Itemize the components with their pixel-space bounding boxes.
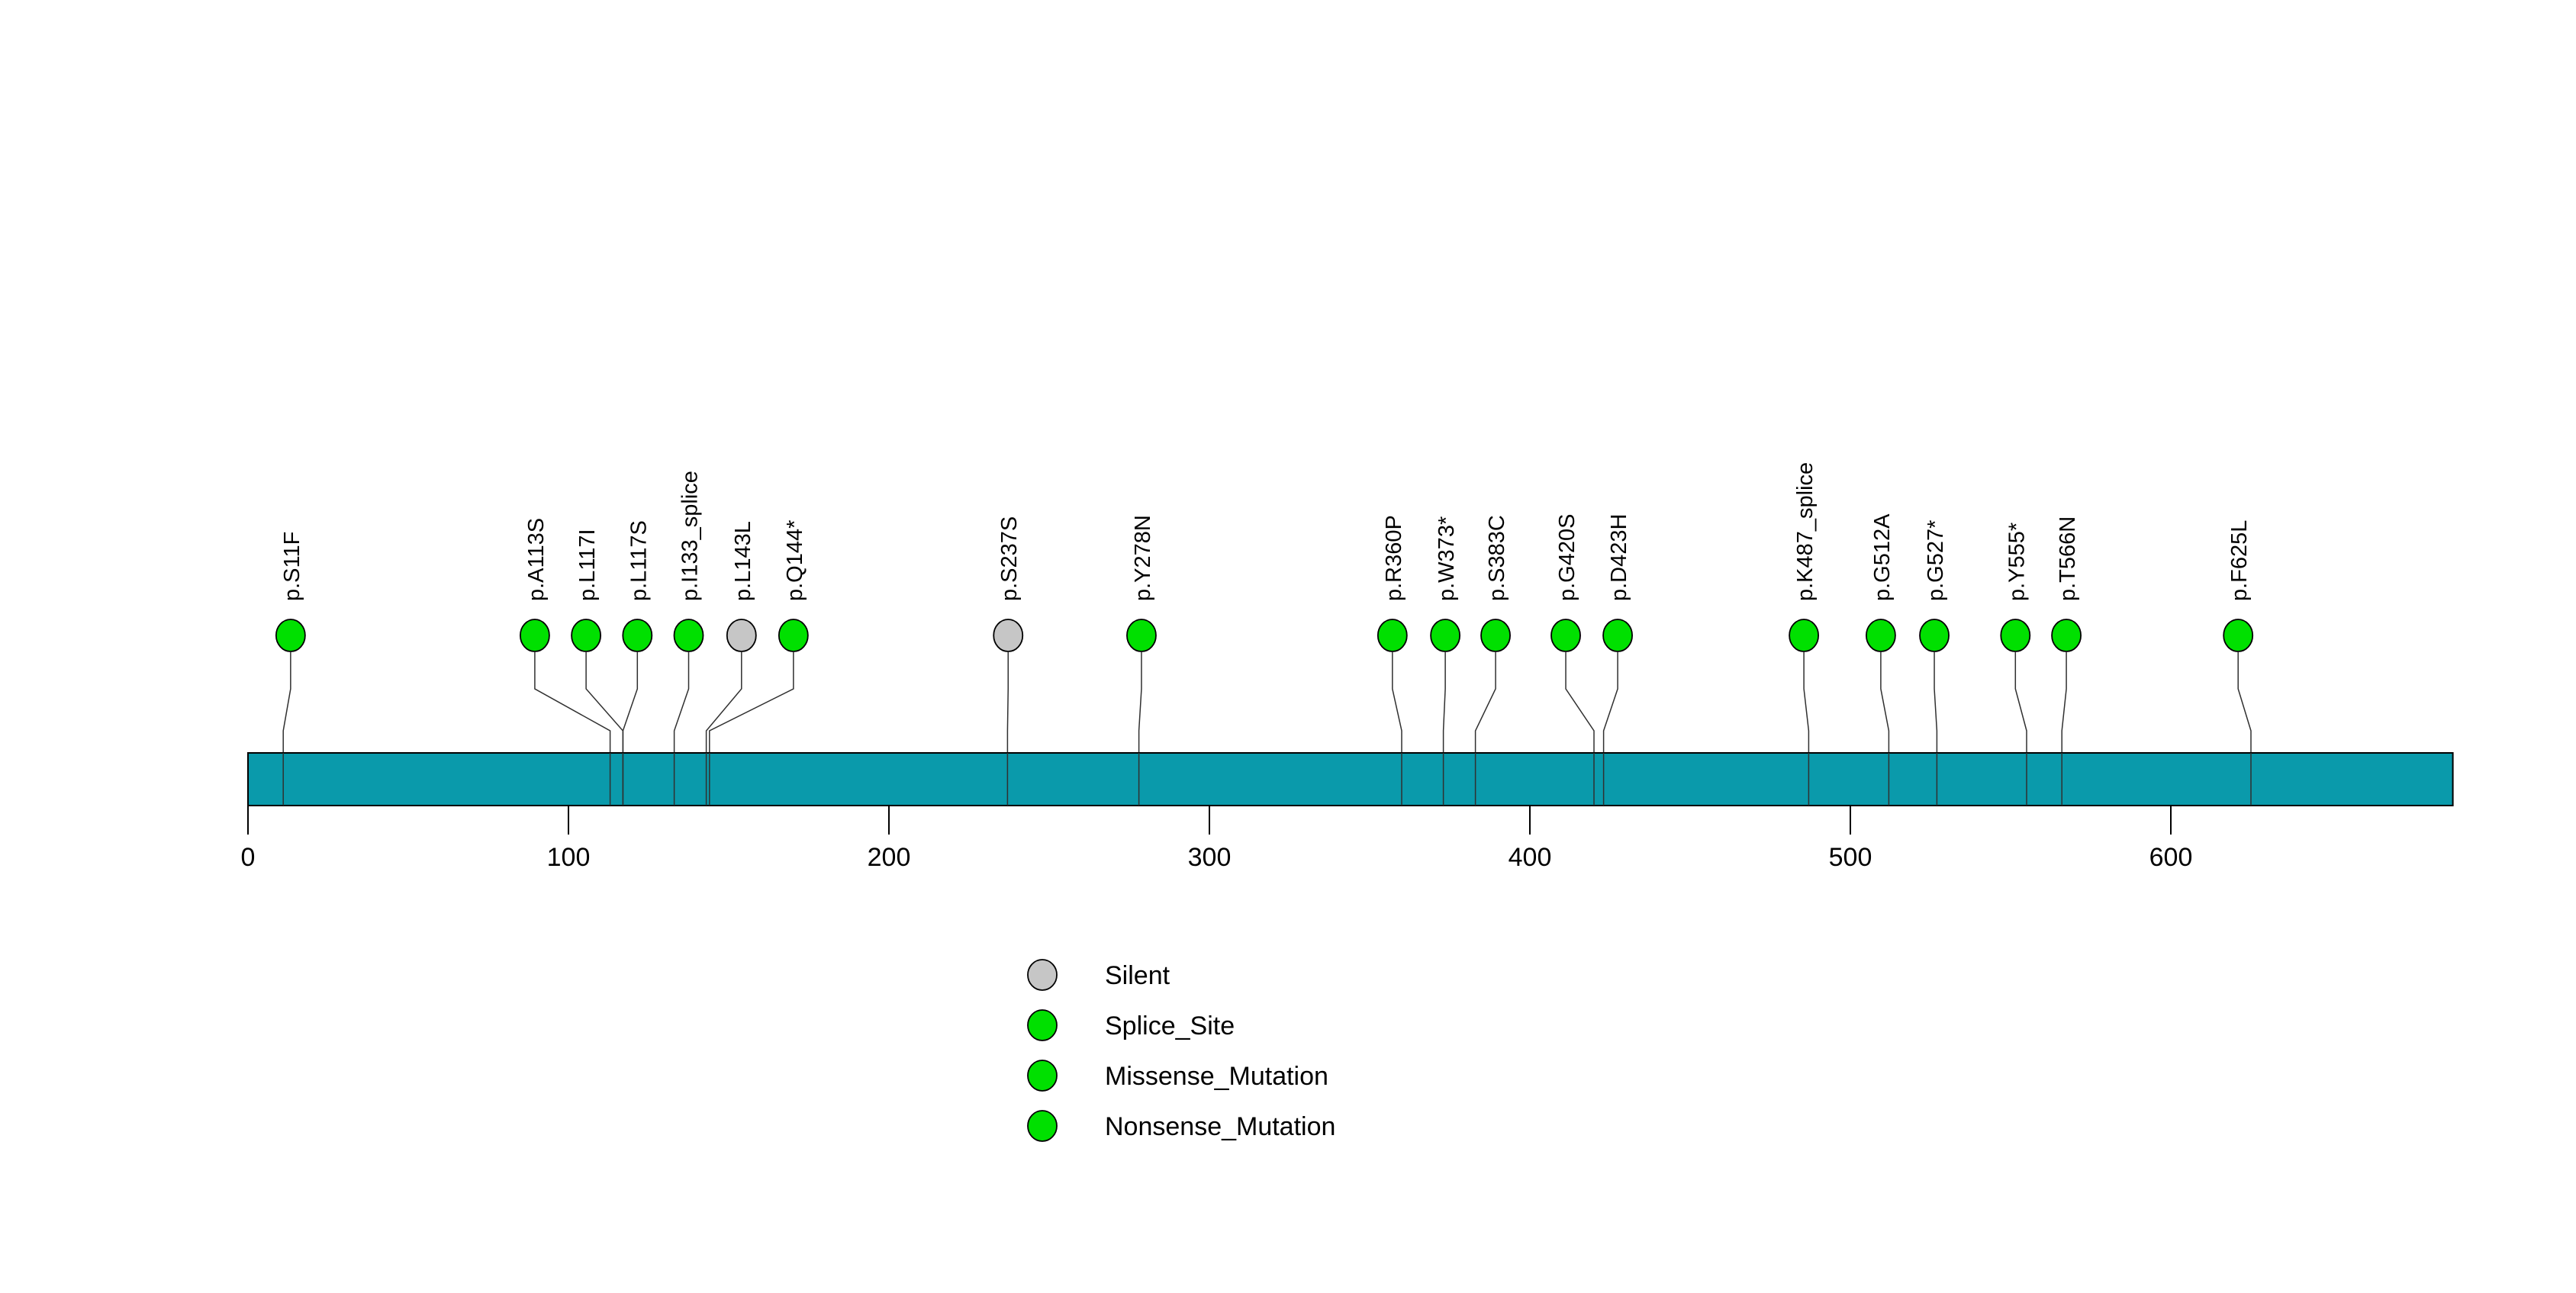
mutation-circle — [778, 619, 809, 652]
mutation-circle — [2223, 619, 2254, 652]
mutation-circle — [1550, 619, 1581, 652]
mutation-stems-in-bar — [282, 753, 2252, 806]
mutation-circle — [1480, 619, 1511, 652]
mutation-label: p.L117S — [626, 520, 651, 601]
mutation-circle — [571, 619, 601, 652]
mutation-label: p.T566N — [2056, 516, 2080, 601]
mutation-circle — [1919, 619, 1950, 652]
mutation-label: p.R360P — [1382, 515, 1406, 601]
mutation-markers — [275, 619, 2254, 652]
mutation-circle — [2000, 619, 2031, 652]
legend-label: Splice_Site — [1105, 1012, 1235, 1041]
mutation-label: p.I133_splice — [678, 471, 703, 601]
mutation-label: p.A113S — [524, 518, 549, 601]
mutation-label: p.S237S — [997, 516, 1022, 601]
legend-label: Missense_Mutation — [1105, 1062, 1328, 1091]
x-axis-tick-label: 400 — [1509, 843, 1552, 872]
mutation-circle — [1865, 619, 1896, 652]
mutation-label: p.S383C — [1485, 515, 1509, 601]
x-axis-tick-label: 300 — [1188, 843, 1232, 872]
mutation-circle — [1430, 619, 1461, 652]
mutation-circle — [1602, 619, 1633, 652]
mutation-label: p.D423H — [1607, 514, 1631, 601]
mutation-label: p.W373* — [1435, 516, 1459, 601]
mutation-circle — [993, 619, 1024, 652]
mutation-circle — [275, 619, 306, 652]
mutation-label: p.F625L — [2227, 520, 2252, 601]
legend-label: Nonsense_Mutation — [1105, 1112, 1335, 1141]
mutation-label: p.G420S — [1555, 514, 1579, 601]
mutation-circle — [1789, 619, 1820, 652]
legend-marker — [1027, 1060, 1058, 1092]
mutation-circle — [1126, 619, 1157, 652]
legend-marker — [1027, 959, 1058, 991]
mutation-label: p.L143L — [731, 521, 755, 601]
mutation-circle — [726, 619, 757, 652]
mutation-circle — [2051, 619, 2082, 652]
x-axis-tick-label: 500 — [1829, 843, 1872, 872]
mutation-label: p.Q144* — [783, 520, 807, 601]
x-axis-tick-label: 200 — [868, 843, 911, 872]
mutation-circle — [520, 619, 550, 652]
protein-bar — [247, 752, 2454, 806]
legend-marker — [1027, 1110, 1058, 1142]
legend-label: Silent — [1105, 961, 1170, 990]
mutation-circle — [622, 619, 653, 652]
mutation-label: p.S11F — [280, 532, 304, 601]
mutation-label: p.G512A — [1870, 513, 1895, 601]
mutation-label: p.Y278N — [1131, 515, 1155, 601]
mutation-circle — [673, 619, 704, 652]
mutation-labels: p.S11F p.A113S p.L117I p.L117S p.I133_splice… — [280, 462, 2252, 601]
legend: SilentSplice_SiteMissense_MutationNonsen… — [1027, 959, 1335, 1142]
legend-marker — [1027, 1009, 1058, 1041]
mutation-label: p.G527* — [1924, 520, 1948, 601]
mutation-label: p.L117I — [575, 529, 600, 601]
mutation-label: p.Y555* — [2004, 523, 2029, 601]
x-axis-tick-label: 0 — [241, 843, 256, 872]
mutation-label: p.K487_splice — [1793, 462, 1818, 601]
x-axis: 0 100 200 300 400 500 600 — [241, 806, 2193, 872]
x-axis-tick-label: 100 — [547, 843, 591, 872]
x-axis-tick-label: 600 — [2149, 843, 2193, 872]
mutation-circle — [1377, 619, 1408, 652]
